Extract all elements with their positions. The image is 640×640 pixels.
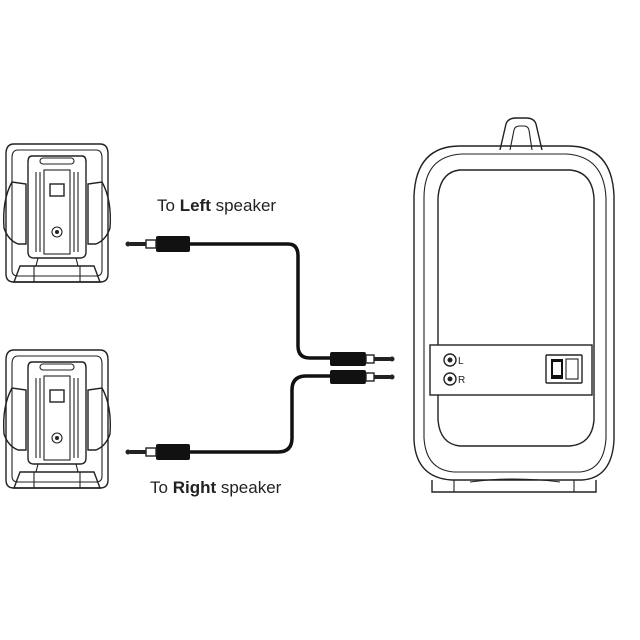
jack-right-label: R [458,375,465,386]
jack-left-label: L [458,356,464,367]
power-switch-icon [545,354,583,384]
right-speaker-label: To Right speaker [150,478,281,498]
output-jack-right: R [443,372,465,386]
left-sub-plug [330,352,395,366]
right-speaker [2,349,112,489]
right-sub-plug [330,370,395,384]
left-cable [125,236,395,366]
right-speaker-plug [125,444,190,460]
output-jack-left: L [443,353,464,367]
right-label-prefix: To [150,478,173,497]
right-cable [125,370,395,460]
right-label-suffix: speaker [216,478,282,497]
left-label-bold: Left [179,196,211,215]
subwoofer: L R [413,117,615,493]
left-label-prefix: To [157,196,180,215]
left-speaker-plug [125,236,190,252]
left-label-suffix: speaker [210,196,277,215]
left-speaker-label: To Left speaker [157,196,276,216]
right-label-bold: Right [172,478,217,497]
left-speaker [2,143,112,283]
